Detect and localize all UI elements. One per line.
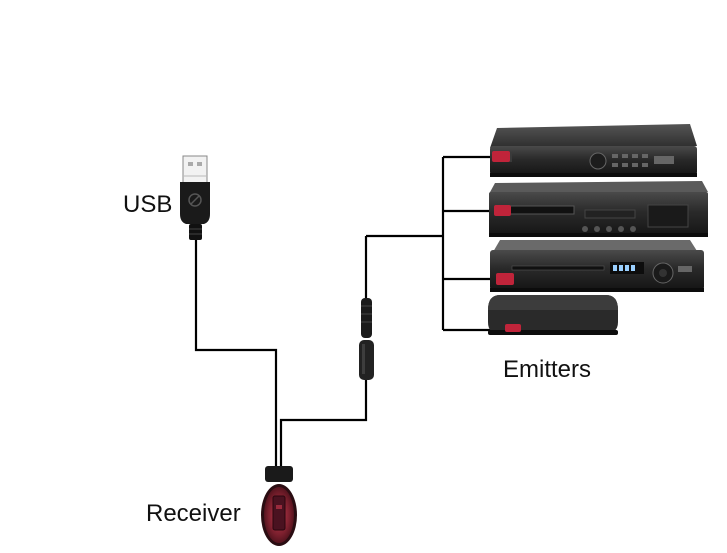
usb-label: USB — [123, 191, 173, 218]
ir-emitter-2 — [494, 205, 511, 216]
satellite-receiver-device — [490, 124, 697, 177]
inline-jack-icon — [359, 298, 374, 380]
usb-plug-icon — [180, 155, 210, 240]
ir-receiver-icon — [261, 466, 297, 546]
emitters-label: Emitters — [503, 356, 592, 383]
ir-emitter-3 — [496, 273, 514, 285]
receiver-to-emitter-cable — [279, 380, 368, 470]
receiver-label: Receiver — [146, 500, 241, 527]
usb-cable — [194, 240, 278, 470]
blu-ray-player-device — [489, 181, 708, 237]
streaming-box-device — [488, 295, 618, 335]
ir-emitter-4 — [505, 324, 521, 332]
cables — [194, 155, 505, 470]
ir-emitter-1 — [492, 151, 510, 162]
dvd-player-device — [490, 240, 704, 292]
